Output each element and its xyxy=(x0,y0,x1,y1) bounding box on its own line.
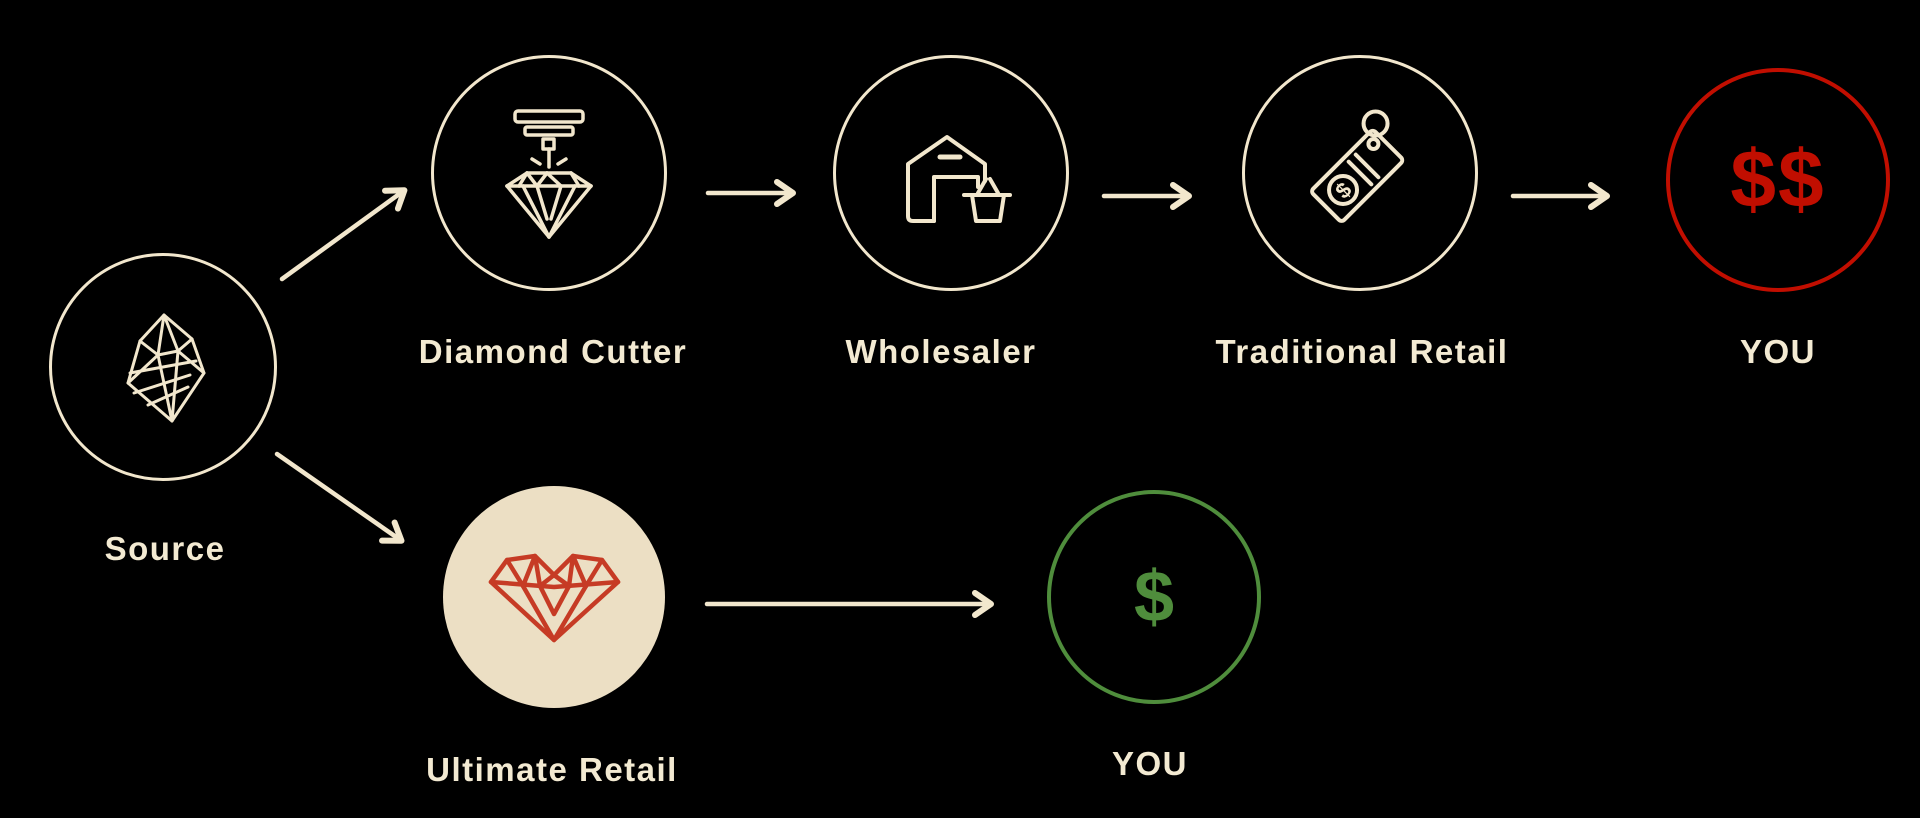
diamond-cutter-circle xyxy=(431,55,667,291)
diamond-cutter-press-icon xyxy=(505,109,593,239)
ultimate-retail-label: Ultimate Retail xyxy=(426,751,678,788)
source-label: Source xyxy=(104,530,226,567)
arrow-source-to-ultimate xyxy=(274,451,405,544)
you-ultimate-label: YOU xyxy=(1111,745,1188,782)
diamond-cutter-label: Diamond Cutter xyxy=(418,333,688,370)
dollar-symbol: $ xyxy=(1133,557,1175,637)
you-traditional-circle: $$ xyxy=(1666,68,1890,292)
double-dollar-symbol: $$ xyxy=(1730,134,1826,225)
warehouse-basket-icon xyxy=(906,135,1012,223)
ultimate-retail-circle xyxy=(443,486,665,708)
heart-diamond-icon xyxy=(488,553,621,643)
traditional-retail-circle: $ xyxy=(1242,55,1478,291)
wholesaler-label: Wholesaler xyxy=(845,333,1037,370)
traditional-retail-label: Traditional Retail xyxy=(1215,333,1509,370)
wholesaler-circle xyxy=(833,55,1069,291)
arrow-source-to-cutter xyxy=(279,187,408,282)
you-ultimate-circle: $ xyxy=(1047,490,1261,704)
price-tag-icon: $ xyxy=(1310,109,1405,223)
source-circle xyxy=(49,253,277,481)
you-traditional-label: YOU xyxy=(1739,333,1816,370)
rough-diamond-icon xyxy=(126,313,206,423)
